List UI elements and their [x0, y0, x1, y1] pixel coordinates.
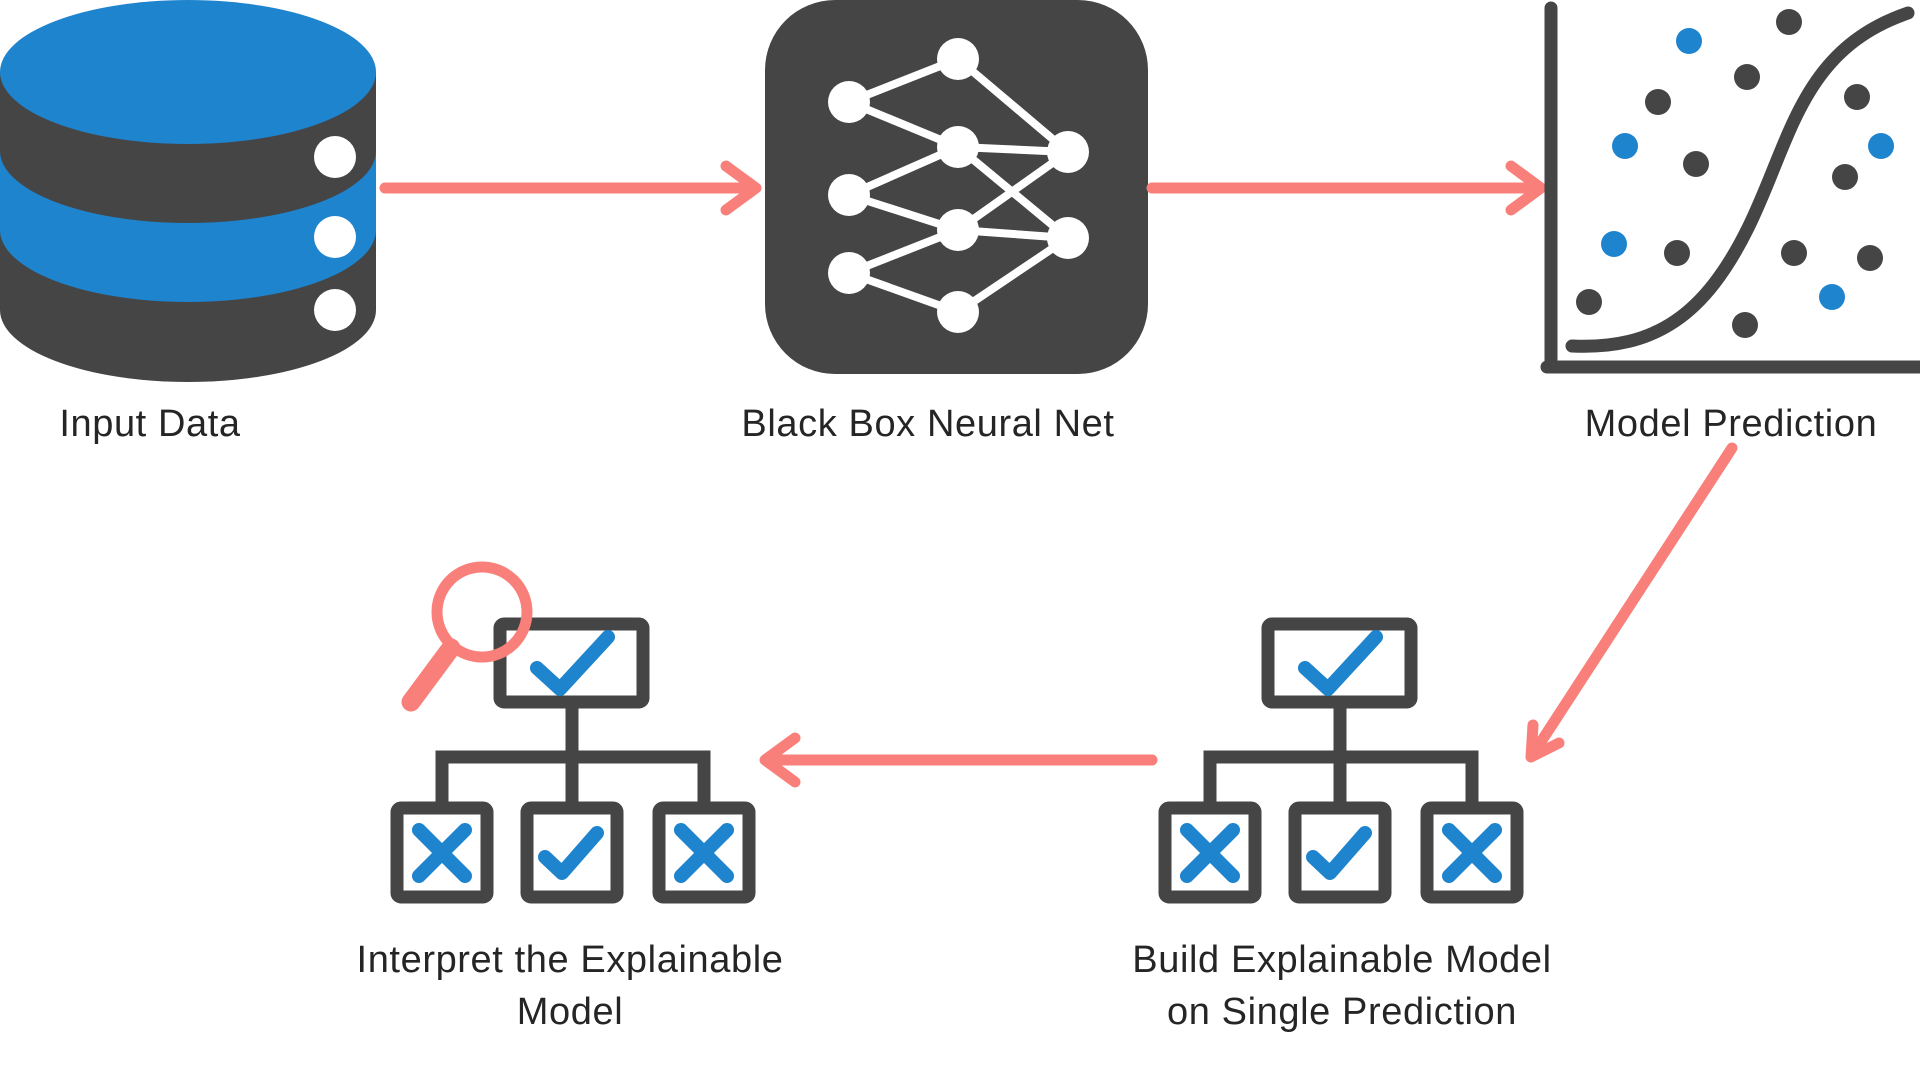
- label-input-data: Input Data: [59, 403, 241, 445]
- scatter-dot: [1664, 240, 1690, 266]
- scatter-dot: [1868, 133, 1894, 159]
- arrow-blackbox-to-prediction: [1146, 160, 1547, 216]
- x-icon: [412, 823, 472, 883]
- database-icon: [0, 0, 376, 382]
- scatter-dot: [1576, 289, 1602, 315]
- scatter-dot: [1732, 312, 1758, 338]
- label-build-explainable: Build Explainable Model on Single Predic…: [1092, 934, 1592, 1038]
- label-build-explainable-line1: Build Explainable Model: [1132, 939, 1552, 981]
- scatter-dot: [1612, 133, 1638, 159]
- scatter-dot: [1832, 164, 1858, 190]
- check-icon: [530, 630, 615, 696]
- scatter-dot: [1645, 89, 1671, 115]
- neural-net-icon: [765, 0, 1148, 374]
- scatter-dot: [1676, 28, 1702, 54]
- magnifier-handle: [401, 638, 461, 712]
- neural-nodes: [828, 38, 1089, 333]
- magnifier-icon: [401, 561, 533, 712]
- scatter-dot: [1734, 64, 1760, 90]
- decision-tree-icon: [1165, 624, 1517, 897]
- label-black-box-neural-net: Black Box Neural Net: [741, 403, 1115, 445]
- magnifier-glare: [496, 582, 517, 608]
- database-led: [314, 289, 356, 331]
- label-model-prediction: Model Prediction: [1584, 403, 1878, 445]
- plot-axes: [1540, 1, 1920, 374]
- database-led: [314, 216, 356, 258]
- scatter-dot: [1683, 151, 1709, 177]
- scatter-dot: [1601, 231, 1627, 257]
- tree-connectors: [435, 700, 711, 808]
- scatter-dot: [1819, 284, 1845, 310]
- scatter-dot: [1857, 245, 1883, 271]
- arrow-input-to-blackbox: [379, 160, 762, 216]
- scatter-dots: [1576, 9, 1894, 338]
- x-icon: [674, 823, 734, 883]
- scatter-sigmoid-plot-icon: [1540, 1, 1920, 374]
- arrow-build-to-interpret: [759, 732, 1158, 788]
- check-icon: [538, 826, 604, 880]
- label-build-explainable-line2: on Single Prediction: [1167, 991, 1517, 1033]
- label-interpret-model: Interpret the Explainable Model: [320, 934, 820, 1038]
- database-top: [0, 0, 376, 144]
- scatter-dot: [1844, 84, 1870, 110]
- scatter-dot: [1781, 240, 1807, 266]
- arrow-prediction-to-build: [1525, 442, 1738, 763]
- label-interpret-model-line2: Model: [516, 991, 624, 1033]
- scatter-dot: [1776, 9, 1802, 35]
- database-middle-band: [0, 151, 376, 302]
- magnifier-lens: [431, 561, 533, 663]
- database-led: [314, 136, 356, 178]
- decision-tree-icon: [390, 617, 756, 904]
- sigmoid-curve: [1565, 6, 1915, 353]
- label-interpret-model-line1: Interpret the Explainable: [356, 939, 784, 981]
